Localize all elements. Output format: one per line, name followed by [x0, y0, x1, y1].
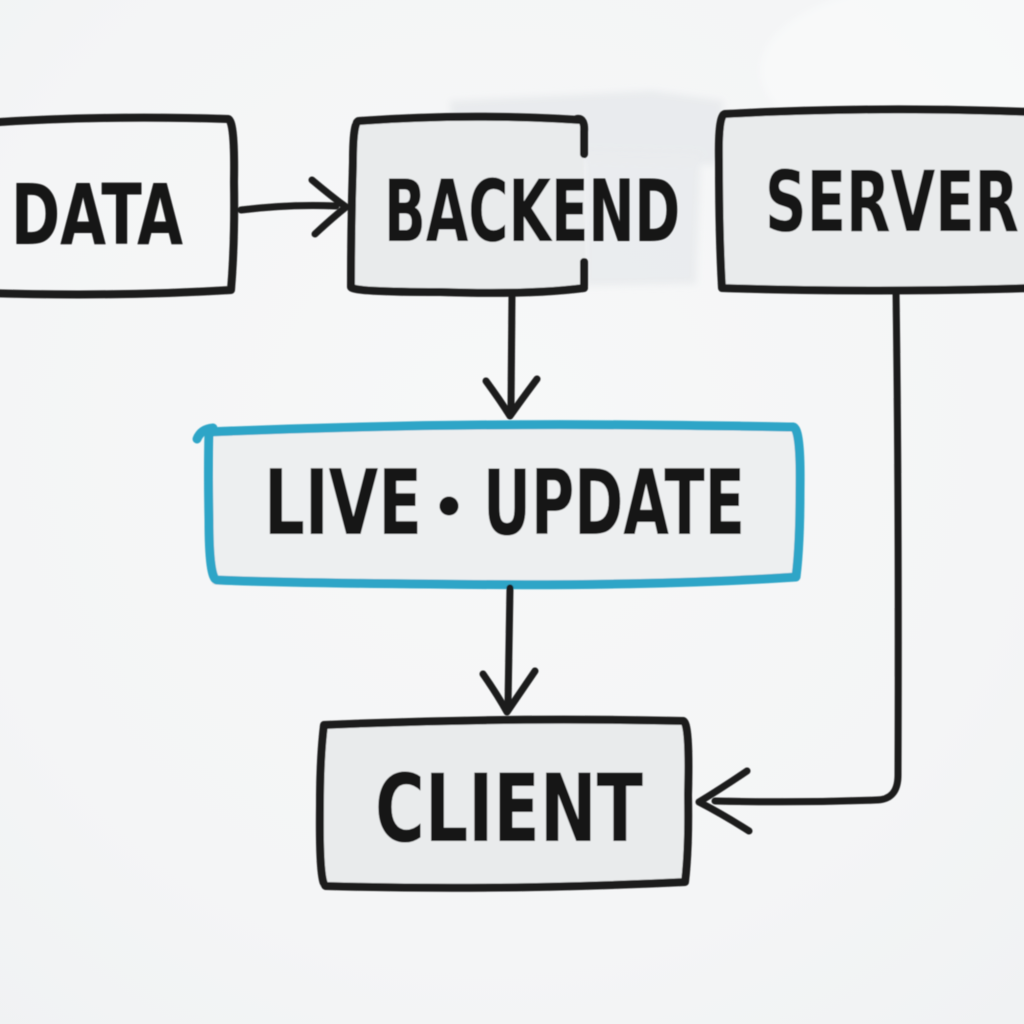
dot-separator-icon: [439, 496, 459, 516]
node-data-label: DATA: [11, 166, 183, 264]
node-data-box: [0, 113, 239, 299]
node-backend-label: BACKEND: [384, 162, 680, 262]
node-backend-border: [347, 112, 588, 297]
node-server-box: [719, 110, 1024, 289]
arrow-shaft: [507, 290, 516, 412]
node-client: CLIENT: [315, 715, 693, 892]
node-live-update-label-left: LIVE: [264, 451, 422, 556]
arrow-shaft: [237, 202, 340, 214]
node-live-update-label-right: UPDATE: [483, 451, 745, 556]
arrowhead-down-icon: [482, 375, 541, 420]
arrow-shaft: [504, 584, 514, 708]
edge-data-backend: [237, 176, 350, 238]
elbow-connector: [711, 287, 902, 806]
node-backend-border-stub: [573, 114, 589, 290]
edge-backend-liveupdate: [482, 290, 541, 420]
node-live-update-border-overshoot: [192, 423, 218, 444]
node-backend-box: [351, 118, 586, 291]
node-client-box: [320, 720, 689, 887]
arrowhead-down-icon: [479, 667, 539, 716]
node-live-update-box: [212, 424, 800, 585]
edge-server-client: [695, 287, 902, 835]
edge-liveupdate-client: [479, 584, 539, 716]
node-backend: BACKEND: [347, 112, 680, 297]
arrowhead-left-icon: [695, 767, 753, 835]
node-data: DATA: [0, 113, 239, 299]
node-server-border: [714, 105, 1024, 295]
node-server: SERVER: [714, 105, 1024, 295]
node-server-label: SERVER: [765, 153, 1019, 251]
node-live-update-border: [204, 420, 805, 590]
ink-layer: DATA BACKEND SERVER: [0, 105, 1024, 892]
eraser-smudge: [583, 150, 701, 286]
node-client-border: [315, 715, 693, 892]
node-live-update: LIVE UPDATE: [192, 420, 805, 590]
arrowhead-right-icon: [308, 176, 350, 238]
node-client-label: CLIENT: [375, 755, 643, 864]
